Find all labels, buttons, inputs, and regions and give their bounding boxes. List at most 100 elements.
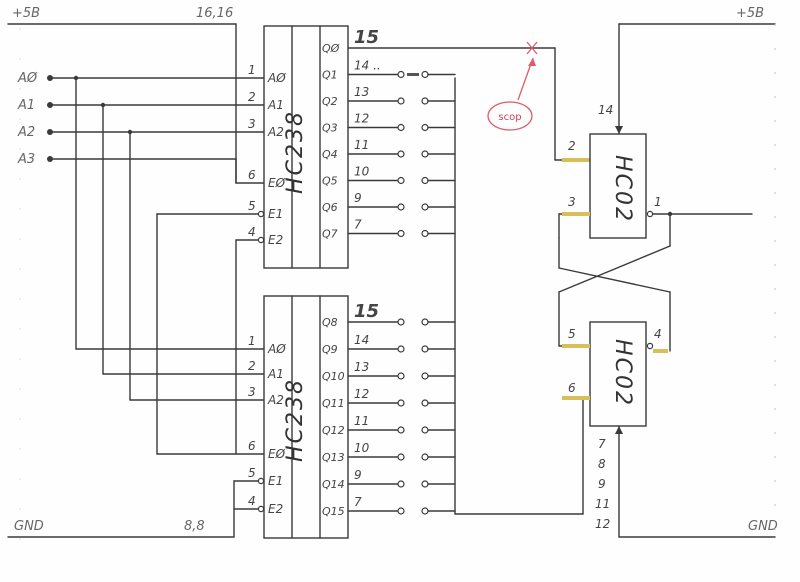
decoder-bottom-name: HC238 <box>283 378 308 462</box>
nor-top-pin-b: 3 <box>568 195 576 209</box>
nor-top-pin-a: 2 <box>568 139 576 153</box>
decoder-bottom-jumper-pad-b[interactable] <box>421 345 429 353</box>
output-common-bus <box>454 77 591 515</box>
decoder-top-output-label: Q1 <box>322 69 338 82</box>
gnd-left-label: GND <box>14 519 44 534</box>
decoder-top-output-pin: 12 <box>354 112 369 126</box>
decoder-bottom-jumper-pad-b[interactable] <box>421 426 429 434</box>
address-bus-verticals <box>73 75 265 538</box>
decoder-bottom-output-pin: 11 <box>354 414 369 428</box>
decoder-bottom-output-pin: 7 <box>354 495 362 509</box>
decoder-bottom-output-label: Q12 <box>322 424 345 437</box>
decoder-top-body <box>263 25 349 269</box>
nor-top-pin-vcc: 14 <box>598 103 613 117</box>
decoder-bottom-jumper-pad-a[interactable] <box>397 453 405 461</box>
decoder-bottom-output-pin: 15 <box>354 301 379 322</box>
decoder-bottom-pin-number: 4 <box>248 494 256 508</box>
nor-bottom-pin-a: 5 <box>568 327 576 341</box>
decoder-top-pin-label: AØ <box>267 71 286 85</box>
decoder-bottom-pin-label: A1 <box>267 367 284 381</box>
input-label-a0: AØ <box>17 71 38 86</box>
decoder-bottom-jumper-pad-a[interactable] <box>397 318 405 326</box>
decoder-bottom-pin-label: E1 <box>268 474 283 488</box>
nor-gate-bottom: HC02 5 6 4 7 8 9 11 12 <box>558 321 668 538</box>
cross-coupling <box>558 213 671 352</box>
decoder-top-jumper-pad-b[interactable] <box>421 123 429 132</box>
decoder-bottom-pin-label: A2 <box>267 393 284 407</box>
vcc-right-label: +5B <box>736 6 764 21</box>
decoder-top-jumper-pad-b[interactable] <box>421 229 429 238</box>
probe-marker: scop <box>487 41 538 131</box>
decoder-bottom-output-label: Q15 <box>322 505 345 518</box>
decoder-top-jumper-pad-a[interactable] <box>397 97 405 105</box>
decoder-top-jumper-pad-b[interactable] <box>421 203 429 211</box>
decoder-top-jumper-pad-a[interactable] <box>397 203 405 211</box>
decoder-top-pin-number: 3 <box>248 117 256 131</box>
decoder-top-jumper-pad-a[interactable] <box>397 176 405 185</box>
input-label-a1: A1 <box>17 98 35 113</box>
nor-gate-top: HC02 14 2 3 1 <box>558 23 753 239</box>
nor-gate-top-name: HC02 <box>610 155 635 223</box>
decoder-top-jumper-pad-b[interactable] <box>421 70 429 79</box>
decoder-top-jumper-pad-b[interactable] <box>421 176 429 185</box>
decoder-top-output-label: Q4 <box>322 148 338 161</box>
decoder-bottom-jumper-pad-a[interactable] <box>397 480 405 488</box>
nor-bottom-gnd-pin-3: 9 <box>598 477 606 491</box>
decoder-bottom-jumper-pad-a[interactable] <box>397 426 405 434</box>
decoder-top-jumper-pad-a[interactable] <box>397 70 405 79</box>
decoder-bottom-pin-number: 5 <box>248 466 256 480</box>
decoder-bottom-jumper-pad-a[interactable] <box>397 507 405 515</box>
decoder-bottom-output-label: Q9 <box>322 343 338 356</box>
decoder-bottom-jumper-pad-a[interactable] <box>397 399 405 407</box>
input-label-a2: A2 <box>17 125 35 140</box>
nor-gate-top-body <box>589 133 647 239</box>
nor-bottom-gnd-pin-4: 11 <box>595 497 610 511</box>
address-inputs: AØ A1 A2 A3 <box>17 71 265 167</box>
decoder-bottom-jumper-pad-a[interactable] <box>397 372 405 380</box>
decoder-bottom-jumper-pad-b[interactable] <box>421 399 429 407</box>
nor-bottom-gnd-pin-1: 7 <box>598 437 606 451</box>
decoder-bottom-output-label: Q13 <box>322 451 345 464</box>
decoder-bottom-jumper-pad-b[interactable] <box>421 507 429 515</box>
decoder-top-pin-number: 2 <box>248 90 256 104</box>
nor-gate-bottom-name: HC02 <box>610 339 635 407</box>
decoder-bottom-jumper-pad-b[interactable] <box>421 372 429 380</box>
decoder-bottom-pin-label: EØ <box>268 447 286 461</box>
decoder-top-jumper-pad-a[interactable] <box>397 123 405 132</box>
decoder-top-pin-number: 5 <box>248 199 256 213</box>
decoder-bottom-jumper-pad-b[interactable] <box>421 480 429 488</box>
decoder-top-jumper-pad-b[interactable] <box>421 97 429 105</box>
top-note-label: 16,16 <box>196 6 233 21</box>
decoder-top-output-label: Q6 <box>322 201 338 214</box>
decoder-top-jumper-pad-b[interactable] <box>421 150 429 158</box>
decoder-bottom-jumper-pad-b[interactable] <box>421 318 429 326</box>
decoder-bottom-output-pin: 14 <box>354 333 369 347</box>
gnd-right-label: GND <box>748 519 778 534</box>
decoder-bottom-output-label: Q11 <box>322 397 345 410</box>
decoder-bottom-output-pin: 13 <box>354 360 369 374</box>
decoder-bottom-body <box>263 295 349 539</box>
decoder-top: HC238 <box>257 25 349 269</box>
decoder-top-jumper-pad-a[interactable] <box>397 150 405 158</box>
decoder-bottom-jumper-pad-a[interactable] <box>397 345 405 353</box>
decoder-top-pin-number: 1 <box>248 63 256 77</box>
decoder-bottom-jumper-pad-b[interactable] <box>421 453 429 461</box>
decoder-top-jumper-pad-a[interactable] <box>397 229 405 238</box>
decoder-top-output-pin: 13 <box>354 85 369 99</box>
decoder-bottom-output-label: Q8 <box>322 316 338 329</box>
decoder-bottom-pin-number: 3 <box>248 385 256 399</box>
probe-label: scop <box>498 112 521 123</box>
decoder-top-output-label: Q2 <box>322 95 338 108</box>
decoder-top-output-pin: 15 <box>354 27 379 48</box>
decoder-top-output-pin: 9 <box>354 191 362 205</box>
decoder-top-pin-label: EØ <box>268 176 286 190</box>
decoder-top-pin-number: 6 <box>248 168 256 182</box>
q0-line <box>347 47 591 162</box>
nor-gate-bottom-body <box>589 321 647 427</box>
decoder-top-pin-number: 4 <box>248 225 256 239</box>
